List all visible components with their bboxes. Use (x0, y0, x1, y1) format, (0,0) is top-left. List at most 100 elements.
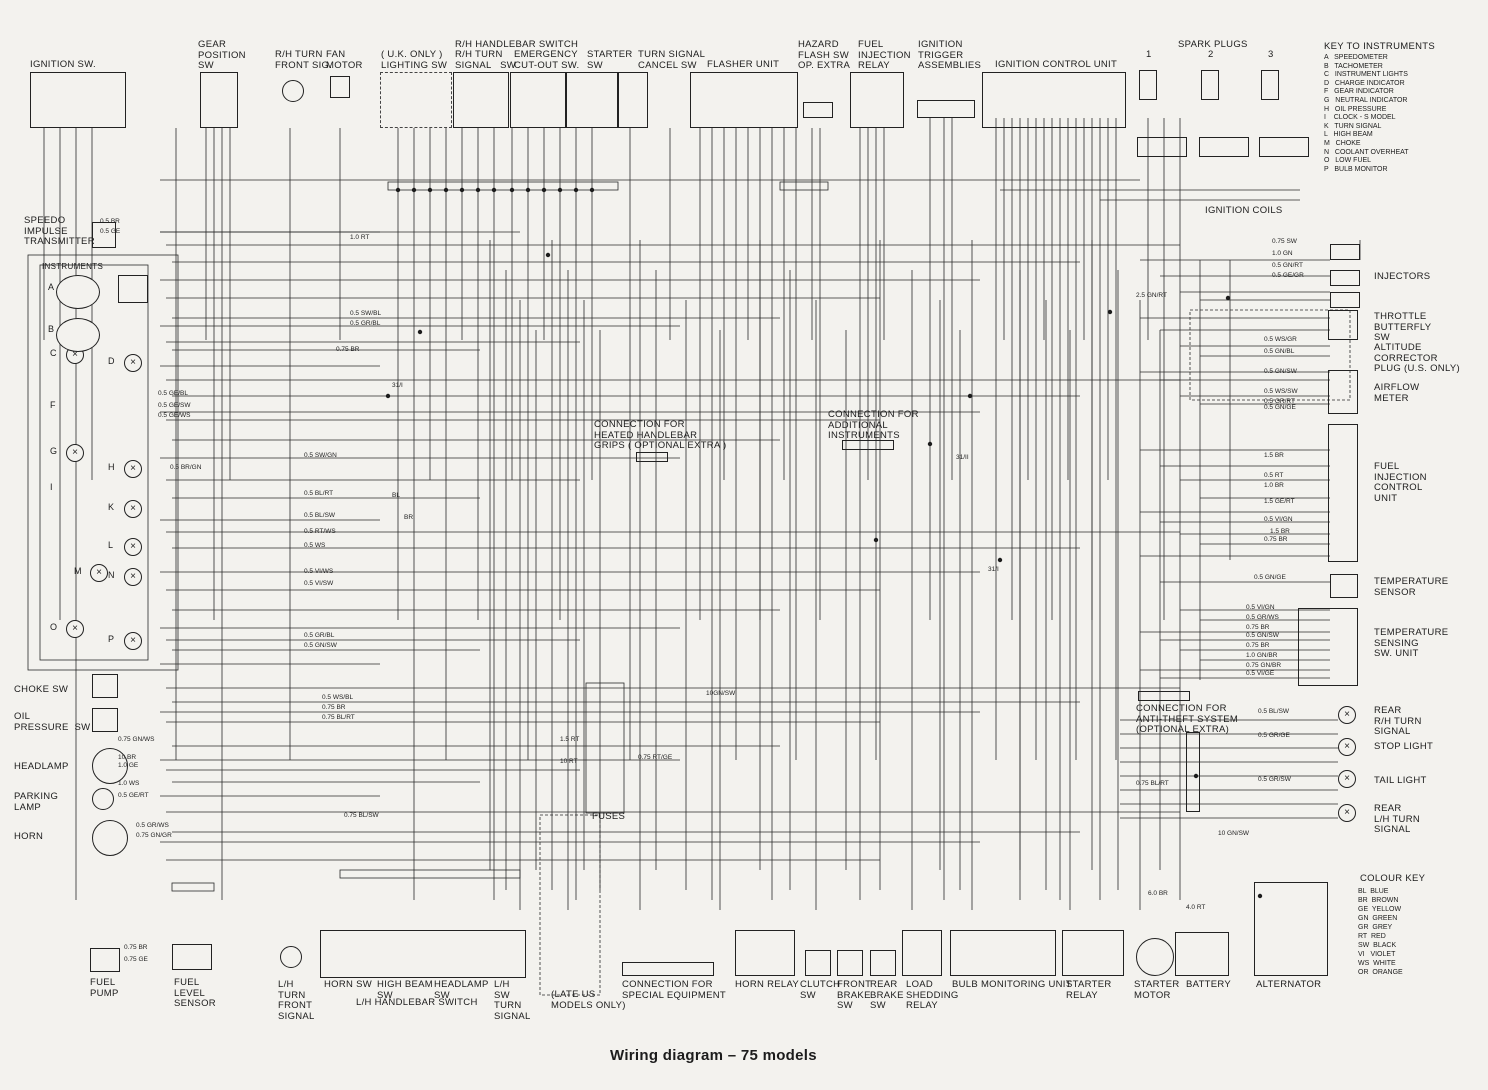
wire-label: 0.5 GR/BL (350, 320, 381, 327)
wire-label: 0.5 GR/WS (1246, 614, 1279, 621)
late-us-models-label: (LATE US MODELS ONLY) (551, 989, 626, 1011)
wire-label: 4.0 RT (1186, 904, 1206, 911)
colour-key-item: WS WHITE (1358, 960, 1396, 967)
junction-dot (997, 557, 1003, 563)
lighting-sw-label: ( U.K. ONLY ) LIGHTING SW (381, 49, 448, 71)
wire-label: 0.75 BL/RT (1136, 780, 1169, 787)
wire-label: 1.0 WS (118, 780, 140, 787)
turn-signal-cancel-sw-label: TURN SIGNAL CANCEL SW (638, 49, 706, 71)
headlamp-sw-label: HEADLAMP SW (434, 979, 489, 1001)
wire-label: 0.5 SW/GN (304, 452, 337, 459)
instrument-letter: H (108, 462, 115, 472)
wire-label: 0.5 WS (304, 542, 326, 549)
special-equipment-box (622, 962, 714, 976)
ignition-coils-label: IGNITION COILS (1205, 205, 1283, 216)
wire-label: 0.5 VI/GE (1246, 670, 1275, 677)
key-instrument-item: G NEUTRAL INDICATOR (1324, 97, 1408, 104)
load-shedding-relay-box (902, 930, 942, 976)
junction-dot (541, 187, 547, 193)
horn-label: HORN (14, 831, 44, 842)
fuel-injection-control-unit-box (1328, 424, 1358, 562)
ignition-trigger-label: IGNITION TRIGGER ASSEMBLIES (918, 39, 982, 71)
wire-label: 0.75 GN/WS (118, 736, 155, 743)
fuses-label: FUSES (592, 811, 626, 822)
wire-label: 0.75 BL/RT (322, 714, 355, 721)
turn-signal-cancel-box (618, 72, 648, 128)
fuel-injection-control-unit-label: FUEL INJECTION CONTROL UNIT (1374, 461, 1427, 504)
wire-label: 0.5 GN/SW (1246, 632, 1279, 639)
node-bl: BL (392, 492, 400, 499)
colour-key-item: SW BLACK (1358, 942, 1397, 949)
speedo-impulse-label: SPEEDO IMPULSE TRANSMITTER (24, 215, 95, 247)
rh-turn-signal-sw-label: R/H TURN SIGNAL SW (455, 49, 517, 71)
key-instrument-item: B TACHOMETER (1324, 62, 1383, 70)
instrument-letter: M (74, 566, 82, 576)
wire-label: 10GN/SW (706, 690, 736, 697)
wire-label: 0.75 BR (1264, 536, 1288, 543)
junction-dot (589, 187, 595, 193)
fuel-pump-label: FUEL PUMP (90, 977, 119, 999)
wire-label: 1.5 RT (560, 736, 580, 743)
instrument-lamp-icon: × (124, 538, 142, 556)
oil-pressure-sw-box (92, 708, 118, 732)
airflow-meter-box (1328, 370, 1358, 414)
airflow-meter-label: AIRFLOW METER (1374, 382, 1420, 404)
wire-label: 0.5 WS/BL (322, 694, 354, 701)
temperature-sensor-label: TEMPERATURE SENSOR (1374, 576, 1449, 598)
key-instruments-title: KEY TO INSTRUMENTS (1324, 41, 1435, 52)
instrument-lamp-icon: × (124, 632, 142, 650)
instrument-lamp-icon: × (124, 500, 142, 518)
key-instrument-item: P BULB MONITOR (1324, 165, 1388, 173)
injector-3 (1330, 292, 1360, 308)
load-shedding-relay-label: LOAD SHEDDING RELAY (906, 979, 959, 1011)
ignition-control-unit-label: IGNITION CONTROL UNIT (995, 59, 1118, 70)
key-instrument-item: F GEAR INDICATOR (1324, 88, 1394, 96)
junction-dot (573, 187, 579, 193)
rh-turn-front-lamp (282, 80, 304, 102)
heated-grips-label: CONNECTION FOR HEATED HANDLEBAR GRIPS ( … (594, 419, 727, 451)
tail-light-label: TAIL LIGHT (1374, 775, 1427, 786)
key-instrument-item: O LOW FUEL (1324, 157, 1372, 165)
key-instrument-item: C INSTRUMENT LIGHTS (1324, 71, 1408, 79)
lh-turn-front-signal-label: L/H TURN FRONT SIGNAL (278, 979, 315, 1022)
wire-label: 0.75 BL/SW (344, 812, 379, 819)
instrument-letter: C (50, 348, 57, 358)
speedometer-dial (56, 275, 100, 309)
wire-label: 10 BR (118, 754, 137, 761)
wire-label: 0.5 RT/WS (304, 528, 336, 535)
instrument-letter: A (48, 282, 55, 292)
junction-dot (491, 187, 497, 193)
wire-label: 0.5 GE (100, 228, 121, 235)
gear-position-sw-box (200, 72, 238, 128)
wire-label: 0.5 GE/WS (158, 412, 191, 419)
alternator-box (1254, 882, 1328, 976)
injector-2 (1330, 270, 1360, 286)
instrument-letter: D (108, 356, 115, 366)
rear-brake-sw-label: REAR BRAKE SW (870, 979, 904, 1011)
wire-label: 1.0 RT (350, 234, 370, 241)
key-instrument-item: L HIGH BEAM (1324, 131, 1373, 139)
wire-label: 10 GN/SW (1218, 830, 1250, 837)
wire-label: 0.5 BR (100, 218, 120, 225)
node-31-1-a: 31/I (392, 382, 403, 389)
headlamp-icon (92, 748, 128, 784)
wire-label: 0.5 VI/SW (304, 580, 334, 587)
anti-theft-label: CONNECTION FOR ANTI-THEFT SYSTEM (OPTION… (1136, 703, 1239, 735)
rear-lh-turn-lamp: × (1338, 804, 1356, 822)
instrument-letter: N (108, 570, 115, 580)
key-instrument-item: M CHOKE (1324, 140, 1361, 147)
wire-label: 0.5 BL/SW (1258, 708, 1290, 715)
injectors-label: INJECTORS (1374, 271, 1431, 282)
ignition-control-unit-box (982, 72, 1126, 128)
colour-key-item: GE YELLOW (1358, 906, 1402, 913)
colour-key-item: RT RED (1358, 933, 1386, 940)
additional-instruments-label: CONNECTION FOR ADDITIONAL INSTRUMENTS (828, 409, 919, 441)
junction-dot (417, 329, 423, 335)
battery-label: BATTERY (1186, 979, 1232, 990)
instrument-letter: K (108, 502, 115, 512)
rear-rh-turn-lamp: × (1338, 706, 1356, 724)
fuel-injection-relay-box (850, 72, 904, 128)
node-br: BR (404, 514, 414, 521)
wire-label: 0.5 VI/GN (1264, 516, 1293, 523)
wire-label: 0.5 BR/GN (170, 464, 202, 471)
